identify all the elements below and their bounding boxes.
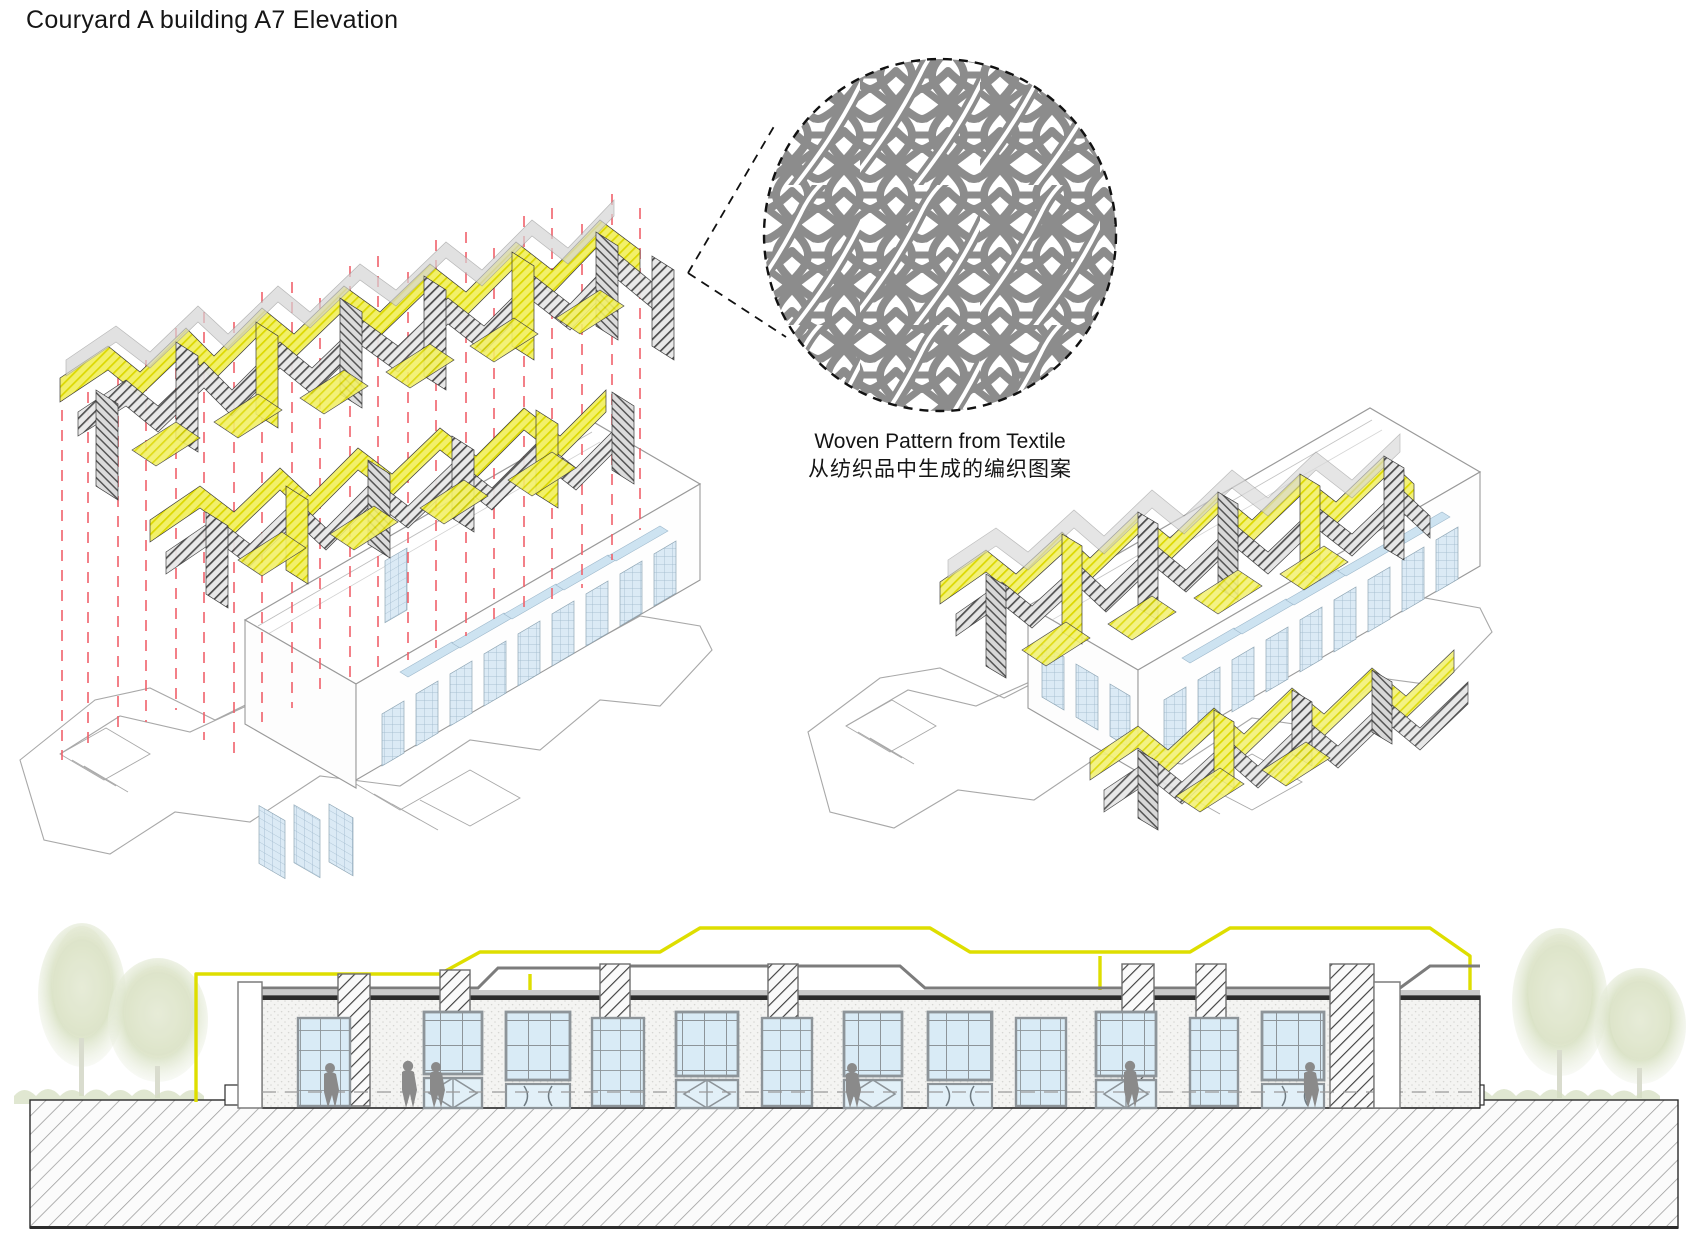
assembled-axonometric-panel (790, 360, 1550, 880)
window-bay (296, 1016, 352, 1108)
window-bay-group (296, 1010, 1326, 1110)
tree (1594, 968, 1686, 1098)
scale-figure (402, 1060, 417, 1108)
window-bay (590, 1016, 646, 1108)
woven-pattern-callout (687, 45, 1140, 445)
scale-figure-group (324, 1060, 1319, 1108)
callout-caption-en: Woven Pattern from Textile (814, 430, 1066, 453)
hatched-pier (1195, 963, 1227, 1027)
scale-figure (846, 1063, 861, 1108)
callout-leader-lines (687, 122, 787, 338)
building-volume (59, 419, 702, 880)
hatched-pier (1329, 963, 1375, 1109)
window-bay (674, 1010, 740, 1110)
callout-caption: Woven Pattern from Textile 从纺织品中生成的编织图案 (740, 428, 1140, 483)
woven-ribbon-assembly (939, 433, 1469, 831)
tree (1512, 928, 1608, 1098)
scale-figure (324, 1063, 339, 1108)
tree (108, 958, 208, 1098)
facade-window-row (381, 525, 677, 767)
woven-ribbon-assembly (59, 199, 675, 609)
window-bay (504, 1010, 572, 1110)
tree (38, 923, 126, 1096)
scale-figure (430, 1062, 445, 1108)
callout-caption-zh: 从纺织品中生成的编织图案 (808, 456, 1072, 481)
dashed-circle-border (762, 57, 1118, 413)
exploded-axonometric-panel (0, 60, 760, 880)
woven-pattern-disc (762, 57, 1118, 413)
roof-parapet (258, 964, 1480, 996)
page-title: Couryard A building A7 Elevation (26, 6, 399, 34)
scale-figure (1304, 1062, 1319, 1108)
window-bay (1188, 1016, 1240, 1108)
tree-group-right (1470, 928, 1686, 1104)
window-bay (1014, 1016, 1068, 1108)
window-bay (926, 1010, 994, 1110)
scale-figure (1124, 1060, 1139, 1108)
tree-group-left (14, 923, 208, 1104)
right-return-wall (1373, 981, 1401, 1109)
building-elevation-panel (0, 870, 1700, 1254)
window-bay (760, 1016, 814, 1108)
